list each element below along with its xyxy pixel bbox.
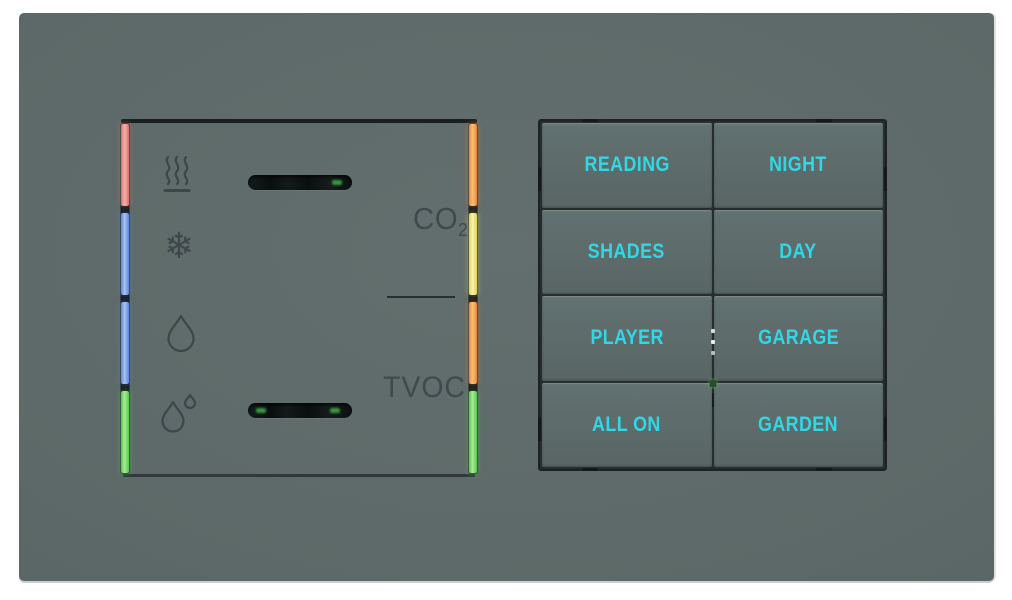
center-fixing-mark (709, 380, 716, 387)
button-label: NIGHT (769, 153, 828, 177)
button-label: READING (584, 153, 670, 177)
scene-button-reading[interactable]: READING (542, 123, 712, 208)
led-yellow (469, 213, 477, 295)
led-blue (121, 302, 129, 384)
frame-notch (582, 468, 598, 471)
scene-button-day[interactable]: DAY (713, 209, 883, 294)
indicator-dot (710, 340, 715, 344)
frame-notch (884, 417, 887, 441)
indicator-dot (710, 329, 715, 333)
scene-button-shades[interactable]: SHADES (542, 209, 712, 294)
sensor-panel-top-frame (121, 119, 477, 123)
sensor-panel: ❄ CO2 TVOC (121, 119, 477, 477)
keypad-panel: READING NIGHT SHADES DAY PLAYER GARAGE A… (538, 119, 887, 471)
scene-button-night[interactable]: NIGHT (713, 123, 883, 208)
led-orange (469, 124, 477, 206)
dew-point-drop-icon[interactable] (161, 311, 201, 355)
slot-led-green (330, 408, 340, 413)
led-strip-left (121, 124, 129, 473)
led-orange (469, 302, 477, 384)
button-label: ALL ON (592, 412, 662, 436)
co2-label: CO2 (413, 201, 468, 241)
indicator-dot (710, 351, 715, 355)
button-label: GARDEN (758, 412, 839, 436)
frame-notch (582, 119, 598, 122)
led-red (121, 124, 129, 206)
co2-text: CO (413, 201, 459, 236)
slot-led-green (332, 180, 342, 185)
co2-subscript: 2 (458, 220, 469, 241)
center-divider-mark (711, 393, 714, 407)
frame-notch (816, 468, 832, 471)
tvoc-label: TVOC (383, 371, 466, 404)
button-label: PLAYER (590, 326, 664, 350)
button-label: SHADES (588, 239, 666, 263)
led-blue (121, 213, 129, 295)
scene-button-all-on[interactable]: ALL ON (542, 382, 712, 467)
slot-led-green (256, 408, 266, 413)
led-strip-right (469, 124, 477, 473)
button-label: DAY (779, 239, 817, 263)
scale-divider-line (387, 296, 455, 298)
humidity-drops-icon[interactable] (153, 389, 203, 439)
heating-icon[interactable] (155, 151, 199, 195)
sensor-slot-bottom (248, 403, 352, 418)
indicator-dots (710, 329, 715, 355)
led-green (469, 391, 477, 473)
cooling-snowflake-icon[interactable]: ❄ (163, 226, 195, 267)
frame-notch (816, 119, 832, 122)
scene-button-garden[interactable]: GARDEN (713, 382, 883, 467)
button-label: GARAGE (757, 326, 839, 350)
frame-notch (538, 417, 541, 441)
scene-button-garage[interactable]: GARAGE (713, 296, 883, 381)
frame-notch (538, 167, 541, 191)
wall-background: ❄ CO2 TVOC READING (19, 13, 994, 581)
sensor-panel-bottom-frame (123, 474, 475, 477)
frame-notch (884, 167, 887, 191)
led-green (121, 391, 129, 473)
scene-button-player[interactable]: PLAYER (542, 296, 712, 381)
sensor-slot-top (248, 175, 352, 190)
